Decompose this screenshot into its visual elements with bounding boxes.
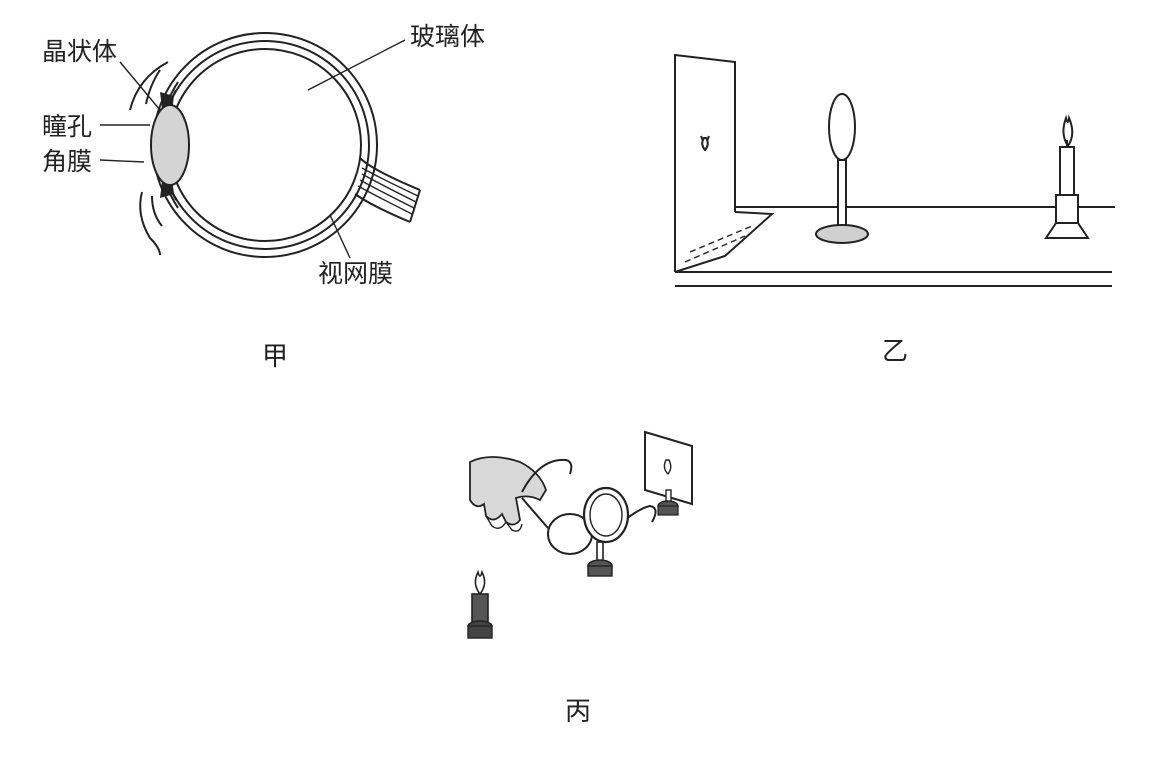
glasses-temple-right <box>621 504 657 523</box>
lower-eyelid <box>139 191 161 256</box>
caption-c: 丙 <box>565 697 591 727</box>
leader-retina <box>329 214 351 259</box>
lens-stand-base <box>815 224 869 244</box>
candle-body <box>1059 146 1075 196</box>
optic-nerve-fiber-1 <box>361 167 419 197</box>
optic-nerve-bottom <box>354 193 411 223</box>
label-lens: 晶状体 <box>42 37 117 66</box>
glasses-temple-left <box>521 458 573 493</box>
hand-fingers <box>485 515 523 532</box>
upper-eyelid-inner <box>145 69 161 105</box>
label-retina: 视网膜 <box>318 259 393 288</box>
candle-base <box>1044 222 1090 239</box>
optical-bench-diagram: 乙 <box>674 53 1115 367</box>
screen-base <box>674 211 775 273</box>
leader-lens <box>119 61 161 111</box>
optic-nerve-end <box>409 189 421 223</box>
small-candle-flame <box>474 569 486 596</box>
lower-eyelid-inner <box>151 195 163 227</box>
leader-vitreous <box>307 39 406 91</box>
caption-b: 乙 <box>882 337 908 367</box>
optic-nerve-fiber-2 <box>361 173 417 203</box>
lens-stand-rod <box>837 159 847 227</box>
hand <box>469 456 547 526</box>
screen-base-dash-1 <box>684 235 746 263</box>
label-vitreous: 玻璃体 <box>410 22 485 51</box>
label-cornea: 角膜 <box>42 147 92 176</box>
screen-image <box>663 459 672 476</box>
small-candle-body <box>471 593 489 625</box>
leader-cornea <box>99 159 145 163</box>
glasses-experiment-diagram: 丙 <box>467 430 693 727</box>
optic-nerve-fiber-4 <box>357 185 413 215</box>
candle-flame <box>1062 114 1074 148</box>
screen-holder-base-side <box>657 505 679 516</box>
convex-lens <box>828 93 856 161</box>
lens-shape <box>150 104 190 186</box>
inverted-flame-image <box>700 135 710 152</box>
screen-holder-rod <box>665 489 672 503</box>
glasses-hinge-left <box>521 497 549 529</box>
small-candle-base-side <box>467 625 493 639</box>
experiment-lens-rim <box>589 493 623 537</box>
lens-holder-rod <box>596 541 604 563</box>
experiment-lens <box>582 486 630 544</box>
label-pupil: 瞳孔 <box>42 112 92 141</box>
eye-diagram: 晶状体 瞳孔 角膜 玻璃体 视网膜 甲 <box>42 22 485 372</box>
choroid-layer <box>160 40 370 250</box>
upper-eyelid <box>129 61 169 111</box>
screen-base-dash-2 <box>689 225 753 253</box>
screen-board <box>674 53 736 272</box>
caption-a: 甲 <box>262 342 288 372</box>
optic-nerve-fiber-3 <box>359 179 415 209</box>
lens-holder-base-side <box>587 565 613 577</box>
candle-holder <box>1055 194 1079 224</box>
optic-nerve-top <box>359 157 421 191</box>
